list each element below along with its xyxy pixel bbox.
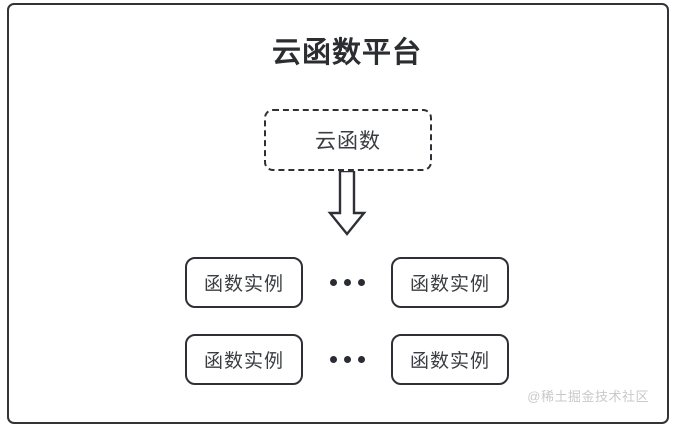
instance-row: 函数实例 函数实例: [9, 256, 676, 308]
ellipsis-dot: [357, 355, 365, 363]
platform-container: 云函数平台 云函数 函数实例 函数实例 函数实例: [7, 3, 669, 424]
ellipsis-dot: [357, 278, 365, 286]
ellipsis-icon: [303, 355, 391, 363]
function-instance-node[interactable]: 函数实例: [185, 256, 303, 308]
watermark: @稀土掘金技术社区: [527, 389, 649, 404]
ellipsis-dot: [329, 278, 337, 286]
function-instance-node[interactable]: 函数实例: [391, 333, 509, 385]
ellipsis-dot: [343, 355, 351, 363]
ellipsis-dot: [329, 355, 337, 363]
function-instance-label: 函数实例: [409, 350, 490, 372]
cloud-function-label: 云函数: [315, 130, 381, 153]
function-instance-label: 函数实例: [409, 273, 490, 295]
function-instance-label: 函数实例: [203, 350, 284, 372]
ellipsis-icon: [303, 278, 391, 286]
ellipsis-dot: [343, 278, 351, 286]
function-instance-label: 函数实例: [203, 273, 284, 295]
arrow-down-block-icon: [327, 169, 367, 237]
cloud-function-node[interactable]: 云函数: [264, 109, 432, 171]
function-instance-node[interactable]: 函数实例: [185, 333, 303, 385]
page-title: 云函数平台: [271, 37, 422, 69]
instance-row: 函数实例 函数实例: [9, 333, 676, 385]
function-instance-node[interactable]: 函数实例: [391, 256, 509, 308]
